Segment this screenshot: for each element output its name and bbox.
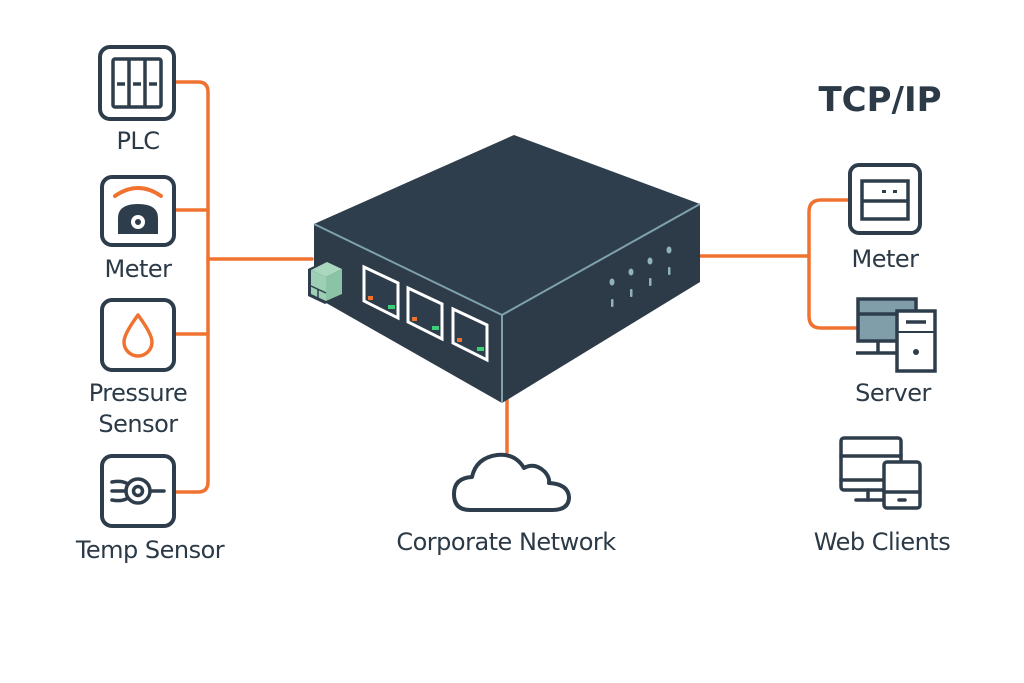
- plc-device[interactable]: [98, 45, 176, 121]
- plc-label: PLC: [116, 127, 160, 155]
- device-side-face: [502, 204, 700, 403]
- temp-icon-frame: [100, 454, 176, 528]
- water-drop-icon: [122, 313, 154, 358]
- server-device[interactable]: [856, 297, 937, 373]
- meter-panel-icon: [860, 179, 910, 221]
- port-1-led-orange: [368, 296, 373, 300]
- industrial-gateway-device[interactable]: [308, 135, 701, 403]
- temp-sensor-device[interactable]: [100, 454, 176, 528]
- desktop-tablet-icon: [839, 436, 922, 510]
- status-led-indicators: [609, 246, 672, 307]
- port-1-led-green: [388, 305, 395, 309]
- temp-sensor-label: Temp Sensor: [75, 536, 225, 564]
- meter-right-device[interactable]: [848, 163, 922, 235]
- corporate-network-label: Corporate Network: [396, 528, 616, 556]
- server-icon: [856, 297, 937, 373]
- line-right-branch: [807, 198, 860, 330]
- plc-module-icon: [111, 57, 163, 109]
- meter-gauge-icon: [113, 186, 163, 234]
- meter-right-label: Meter: [851, 245, 919, 273]
- connection-lines: [174, 80, 860, 494]
- ethernet-port-2[interactable]: [406, 285, 444, 342]
- port-2-led-green: [432, 326, 439, 330]
- temp-sensor-icon: [110, 477, 166, 505]
- pressure-sensor-label-line1: Pressure: [88, 379, 188, 407]
- pressure-sensor-device[interactable]: [100, 298, 176, 372]
- web-clients-label: Web Clients: [813, 528, 951, 556]
- meter-left-device[interactable]: [100, 175, 176, 247]
- port-3-led-orange: [457, 338, 462, 342]
- web-clients-device[interactable]: [839, 436, 922, 510]
- pressure-icon-frame: [100, 298, 176, 372]
- port-2-led-orange: [412, 317, 417, 321]
- tcpip-title: TCP/IP: [818, 80, 942, 120]
- sfp-module-icon: [308, 260, 344, 304]
- meter-left-label: Meter: [104, 255, 172, 283]
- ethernet-port-3[interactable]: [451, 306, 489, 363]
- pressure-sensor-label-line2: Sensor: [98, 410, 178, 438]
- cloud-icon: [452, 452, 571, 512]
- ethernet-port-1[interactable]: [362, 264, 400, 321]
- port-3-led-green: [477, 347, 484, 351]
- device-edges: [313, 203, 701, 403]
- server-label: Server: [855, 379, 931, 407]
- line-plc: [174, 80, 210, 494]
